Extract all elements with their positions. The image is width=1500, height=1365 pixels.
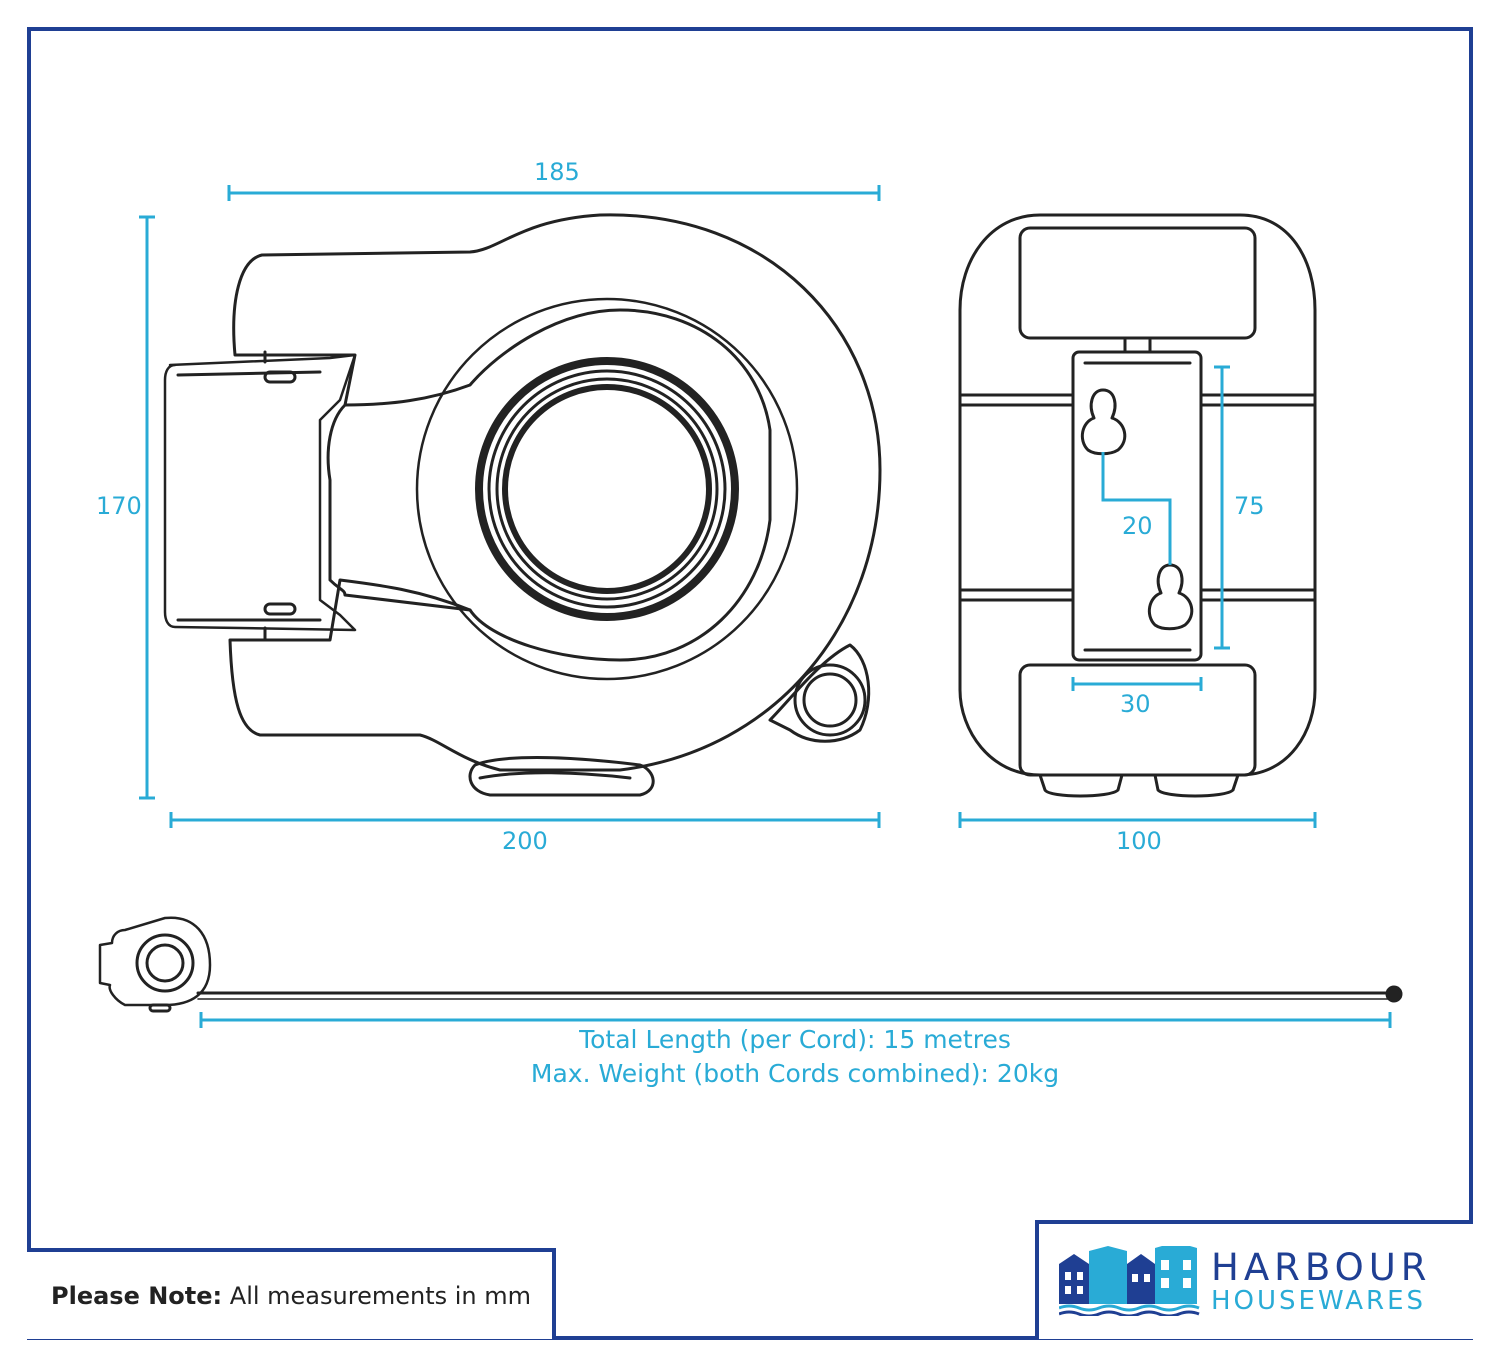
brand-logo: HARBOUR HOUSEWARES: [1035, 1220, 1473, 1339]
dim-label-200: 200: [502, 827, 548, 855]
dim-line-170: [139, 215, 155, 800]
note-text: Please Note: All measurements in mm: [51, 1282, 531, 1310]
total-length-text: Total Length (per Cord): 15 metres: [579, 1025, 1011, 1054]
side-view-reel: [958, 213, 1317, 798]
dim-line-185: [227, 185, 881, 201]
buildings-logo-icon: [1059, 1246, 1200, 1316]
note-box: Please Note: All measurements in mm: [27, 1248, 556, 1339]
dim-line-20: [1101, 452, 1172, 565]
dim-line-75: [1214, 365, 1230, 650]
note-body: All measurements in mm: [229, 1282, 531, 1310]
page-frame: [27, 27, 1473, 1340]
extended-cord-view: [98, 916, 1403, 1013]
dim-line-200: [169, 812, 881, 828]
brand-name-line2: HOUSEWARES: [1211, 1286, 1427, 1316]
dim-line-100: [958, 812, 1317, 828]
dim-label-170: 170: [96, 492, 142, 520]
note-label: Please Note:: [51, 1282, 223, 1310]
brand-name-line1: HARBOUR: [1211, 1246, 1432, 1289]
dim-line-length: [199, 1012, 1392, 1028]
dim-line-30: [1071, 677, 1203, 691]
front-view-reel: [163, 213, 882, 797]
dim-label-185: 185: [534, 158, 580, 186]
max-weight-text: Max. Weight (both Cords combined): 20kg: [530, 1059, 1060, 1088]
dim-label-75: 75: [1234, 492, 1265, 520]
dim-label-20: 20: [1122, 512, 1153, 540]
dim-label-30: 30: [1120, 690, 1151, 718]
dim-label-100: 100: [1116, 827, 1162, 855]
